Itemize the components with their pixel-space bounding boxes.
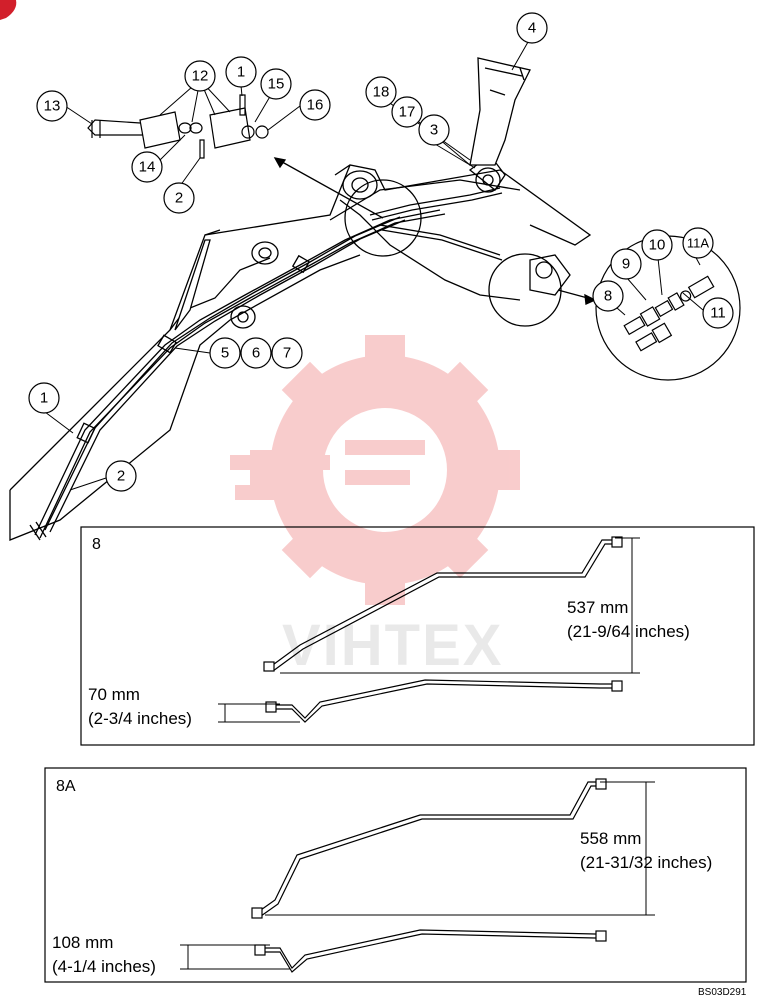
callout-12: 12: [192, 68, 209, 85]
callout-9: 9: [622, 256, 630, 273]
callout-14: 14: [139, 159, 156, 176]
watermark-logo: VIHTEX: [230, 335, 520, 678]
callout-18: 18: [373, 84, 390, 101]
boom-arm-drawing: [9, 57, 597, 541]
callout-1-top: 1: [237, 64, 245, 81]
callout-1-left: 1: [40, 390, 48, 407]
callout-8: 8: [604, 288, 612, 305]
callout-5: 5: [221, 345, 229, 362]
callout-17: 17: [399, 104, 416, 121]
detail-8-height-in: (21-9/64 inches): [567, 622, 690, 641]
detail-8a-height-in: (21-31/32 inches): [580, 853, 712, 872]
detail-8-label: 8: [92, 536, 101, 553]
detail-box-8: 8 537 mm (21-9/64 inches) 70 mm (2-3/4 i…: [80, 526, 755, 746]
watermark-text: VIHTEX: [282, 613, 504, 678]
callout-labels: 13 12 1 15 16 14 2 4 18 17 3 5 6 7 1 2 9…: [40, 20, 726, 485]
detail-8-offset-mm: 70 mm: [88, 685, 140, 704]
figure-code: BS03D291: [698, 987, 747, 998]
callout-10: 10: [649, 237, 666, 254]
detail-8a-label: 8A: [56, 778, 76, 795]
callout-13: 13: [44, 98, 61, 115]
detail-8a-offset-mm: 108 mm: [52, 933, 113, 952]
detail-box-8a: 8A 558 mm (21-31/32 inches) 108 mm (4-1/…: [44, 767, 747, 983]
detail-8-offset-in: (2-3/4 inches): [88, 709, 192, 728]
clamp-exploded-view: [87, 94, 269, 159]
callout-11: 11: [710, 305, 726, 322]
callout-2-left: 2: [117, 468, 125, 485]
callout-6: 6: [252, 345, 260, 362]
callout-3: 3: [430, 122, 438, 139]
callout-11a: 11A: [687, 236, 709, 251]
detail-8-height-mm: 537 mm: [567, 598, 628, 617]
callout-circles: [28, 12, 734, 492]
fittings-detail-circle: [595, 235, 741, 381]
callout-4: 4: [528, 20, 536, 37]
callout-2-top: 2: [175, 190, 183, 207]
detail-8a-height-mm: 558 mm: [580, 829, 641, 848]
callout-16: 16: [307, 97, 324, 114]
corner-badge: [0, 0, 17, 20]
callout-7: 7: [283, 345, 291, 362]
detail-8a-offset-in: (4-1/4 inches): [52, 957, 156, 976]
callout-15: 15: [268, 76, 285, 93]
